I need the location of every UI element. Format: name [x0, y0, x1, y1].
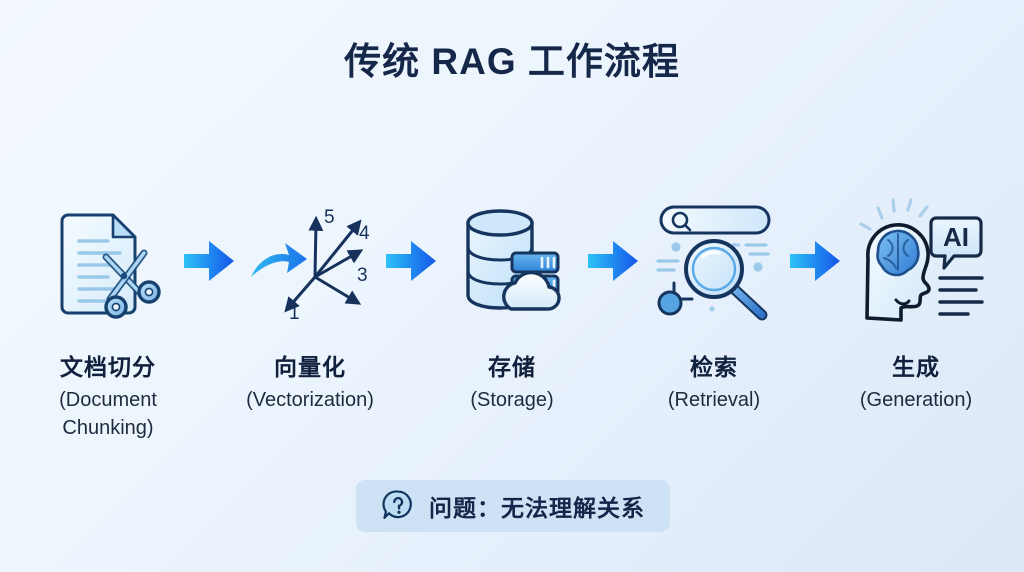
pipeline-step-retrieval[interactable] [646, 196, 782, 336]
label-zh-retrieval: 检索 [690, 354, 738, 380]
pipeline-connector-4 [782, 196, 848, 326]
label-en-retrieval: (Retrieval) [667, 389, 761, 411]
problem-banner: 问题：无法理解关系 [356, 480, 670, 532]
pipeline-labels-row: 文档切分 (Document Chunking) 向量化 (Vectorizat… [40, 352, 984, 462]
pipeline-connector-3 [580, 196, 646, 326]
magnifier-search-icon [646, 196, 782, 326]
ai-bubble-text: AI [943, 222, 969, 252]
brain-head-ai-icon: AI [848, 196, 984, 326]
pipeline-connector-2 [378, 196, 444, 326]
question-bubble-icon [382, 490, 412, 520]
vector-number-5: 5 [324, 207, 335, 228]
arrow-right-icon [790, 241, 840, 281]
vector-number-1: 1 [289, 303, 300, 321]
label-en-storage: (Storage) [470, 389, 554, 411]
pipeline-connector-1 [176, 196, 242, 326]
pipeline-step-vectorization[interactable]: 5 4 3 1 [242, 196, 378, 336]
label-zh-storage: 存储 [488, 354, 536, 380]
arrow-right-icon [386, 241, 436, 281]
label-zh-vectorization: 向量化 [274, 354, 346, 380]
label-document-chunking: 文档切分 (Document Chunking) [40, 352, 176, 442]
database-cloud-icon [444, 196, 580, 326]
arrow-right-icon [184, 241, 234, 281]
pipeline-step-storage[interactable] [444, 196, 580, 336]
problem-banner-text: 问题：无法理解关系 [429, 495, 645, 521]
label-storage: 存储 (Storage) [444, 352, 580, 414]
vector-number-4: 4 [359, 223, 370, 244]
label-retrieval: 检索 (Retrieval) [646, 352, 782, 414]
label-en-vectorization: (Vectorization) [246, 389, 374, 411]
label-zh-generation: 生成 [892, 354, 940, 380]
label-vectorization: 向量化 (Vectorization) [242, 352, 378, 414]
vector-number-3: 3 [357, 265, 368, 286]
pipeline-step-generation[interactable]: AI [848, 196, 984, 336]
document-scissors-icon [40, 196, 176, 326]
label-en-document-chunking: (Document Chunking) [59, 389, 157, 439]
vector-arrows-icon: 5 4 3 1 [242, 196, 378, 326]
pipeline-step-document-chunking[interactable] [40, 196, 176, 336]
pipeline-row: 5 4 3 1 [40, 196, 984, 336]
arrow-right-icon [588, 241, 638, 281]
label-zh-document-chunking: 文档切分 [60, 354, 156, 380]
label-generation: 生成 (Generation) [848, 352, 984, 414]
label-en-generation: (Generation) [859, 389, 973, 411]
page-title: 传统 RAG 工作流程 [344, 41, 680, 82]
